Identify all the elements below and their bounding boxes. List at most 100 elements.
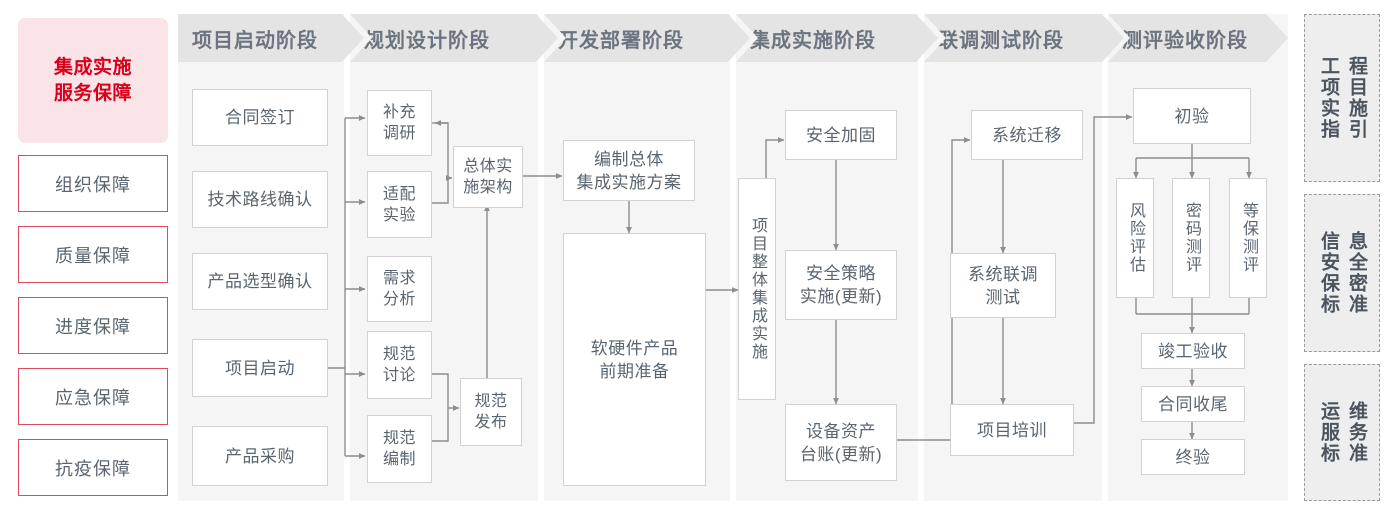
standard-label-col-left: 信安保标	[1318, 231, 1339, 315]
phase-header-start[interactable]: 项目启动阶段	[178, 14, 364, 62]
node-label-line1: 规范	[382, 346, 416, 363]
guarantee-item-label: 组织保障	[55, 174, 131, 195]
node-contract-closeout[interactable]: 合同收尾	[1141, 386, 1245, 422]
guarantee-item-label: 质量保障	[55, 245, 131, 266]
standard-label-col-right: 息全密准	[1346, 231, 1367, 315]
phase-header-accept[interactable]: 测评验收阶段	[1108, 14, 1288, 62]
node-label-line2: 集成实施方案	[576, 172, 682, 192]
guarantee-item-quality[interactable]: 质量保障	[18, 226, 168, 283]
phase-header-start-label: 项目启动阶段	[192, 29, 318, 52]
node-system-joint-debug-test[interactable]: 系统联调 测试	[950, 253, 1056, 318]
node-equipment-asset-ledger[interactable]: 设备资产 台账(更新)	[785, 404, 897, 481]
node-label-line1: 需求	[382, 270, 416, 287]
node-label-line1: 规范	[382, 430, 416, 447]
node-final-acceptance[interactable]: 终验	[1141, 439, 1245, 475]
guarantee-item-label: 进度保障	[55, 316, 131, 337]
guarantee-header: 集成实施 服务保障	[18, 18, 168, 143]
guarantee-item-epidemic[interactable]: 抗疫保障	[18, 439, 168, 496]
phase-header-plan[interactable]: 规划设计阶段	[350, 14, 558, 62]
standard-label-col-left: 工项实指	[1318, 56, 1339, 140]
node-product-procurement[interactable]: 产品采购	[192, 426, 328, 486]
node-security-hardening[interactable]: 安全加固	[785, 110, 897, 160]
node-label-line1: 系统联调	[968, 264, 1038, 284]
node-completion-acceptance[interactable]: 竣工验收	[1141, 333, 1245, 369]
phase-header-dev[interactable]: 开发部署阶段	[544, 14, 750, 62]
node-label: 终验	[1175, 447, 1211, 467]
node-tech-route-confirm[interactable]: 技术路线确认	[192, 171, 328, 228]
node-label: 竣工验收	[1158, 341, 1228, 361]
node-product-selection-confirm[interactable]: 产品选型确认	[192, 253, 328, 310]
phase-header-test[interactable]: 联调测试阶段	[924, 14, 1124, 62]
node-label: 风险评估	[1127, 202, 1144, 274]
node-label: 初验	[1174, 106, 1210, 126]
node-label-line1: 总体实	[463, 158, 513, 175]
guarantee-item-schedule[interactable]: 进度保障	[18, 297, 168, 354]
node-label-line2: 台账(更新)	[799, 444, 883, 464]
standard-label-col-right: 程目施引	[1346, 56, 1367, 140]
node-label-line1: 软硬件产品	[590, 338, 679, 358]
node-draft-overall-integration-plan[interactable]: 编制总体 集成实施方案	[563, 140, 695, 201]
phase-header-dev-label: 开发部署阶段	[558, 29, 684, 52]
guarantee-item-organization[interactable]: 组织保障	[18, 155, 168, 212]
node-project-training[interactable]: 项目培训	[950, 404, 1074, 456]
node-label: 项目培训	[977, 420, 1047, 440]
node-adaptation-experiment[interactable]: 适配 实验	[367, 171, 432, 238]
node-label-line2: 测试	[985, 287, 1021, 307]
node-label-line2: 发布	[474, 414, 508, 431]
node-mlps-evaluation[interactable]: 等保测评	[1229, 178, 1267, 298]
node-cryptography-evaluation[interactable]: 密码测评	[1172, 178, 1210, 298]
node-project-kickoff[interactable]: 项目启动	[192, 339, 328, 397]
node-label: 合同收尾	[1158, 394, 1228, 414]
node-label: 项目启动	[225, 358, 295, 378]
node-risk-assessment[interactable]: 风险评估	[1116, 178, 1154, 298]
node-label-line1: 规范	[474, 393, 508, 410]
node-overall-project-integration[interactable]: 项目整体集成实施	[738, 178, 776, 400]
node-label: 安全加固	[806, 125, 876, 145]
phase-header-accept-label: 测评验收阶段	[1122, 29, 1248, 52]
node-label: 产品采购	[225, 446, 295, 466]
node-label-line1: 编制总体	[594, 149, 664, 169]
node-label-line2: 编制	[382, 451, 416, 468]
standard-engineering-project-guide[interactable]: 工项实指 程目施引	[1304, 14, 1380, 182]
guarantee-item-label: 抗疫保障	[55, 458, 131, 479]
node-label-line1: 安全策略	[805, 264, 876, 283]
node-standard-discussion[interactable]: 规范 讨论	[367, 331, 432, 399]
node-label-line2: 分析	[382, 291, 416, 308]
guarantee-item-label: 应急保障	[55, 387, 131, 408]
node-preliminary-acceptance[interactable]: 初验	[1133, 88, 1251, 144]
node-label-line1: 补充	[382, 104, 416, 121]
node-security-policy-implementation[interactable]: 安全策略 实施(更新)	[785, 250, 897, 320]
guarantee-item-emergency[interactable]: 应急保障	[18, 368, 168, 425]
node-contract-signing[interactable]: 合同签订	[192, 89, 328, 146]
node-overall-implementation-architecture[interactable]: 总体实 施架构	[453, 146, 523, 208]
node-label: 项目整体集成实施	[749, 217, 766, 361]
node-label: 密码测评	[1183, 202, 1200, 274]
node-requirement-analysis[interactable]: 需求 分析	[367, 256, 432, 322]
node-system-migration[interactable]: 系统迁移	[971, 110, 1083, 160]
node-label: 合同签订	[225, 108, 295, 127]
phase-header-integrate-label: 集成实施阶段	[750, 29, 876, 52]
standard-label-col-left: 运服标	[1318, 401, 1339, 464]
phase-header-test-label: 联调测试阶段	[938, 29, 1064, 52]
node-label-line2: 实验	[382, 206, 416, 224]
node-label-line2: 调研	[382, 125, 416, 142]
guarantee-header-line1: 集成实施	[53, 56, 132, 78]
phase-header-plan-label: 规划设计阶段	[364, 29, 490, 52]
node-label: 系统迁移	[992, 125, 1062, 145]
standard-information-security-confidentiality[interactable]: 信安保标 息全密准	[1304, 194, 1380, 352]
node-label-line1: 设备资产	[805, 421, 876, 441]
node-supplementary-research[interactable]: 补充 调研	[367, 90, 432, 156]
standard-label-col-right: 维务准	[1346, 401, 1367, 464]
node-label: 等保测评	[1240, 202, 1257, 274]
node-hardware-software-preparation[interactable]: 软硬件产品 前期准备	[563, 233, 706, 486]
node-label-line2: 施架构	[463, 179, 513, 196]
node-standard-release[interactable]: 规范 发布	[460, 378, 522, 446]
node-label-line2: 实施(更新)	[799, 287, 883, 306]
node-label: 产品选型确认	[207, 272, 313, 291]
node-label-line2: 讨论	[382, 367, 416, 384]
standard-operations-service[interactable]: 运服标 维务准	[1304, 364, 1380, 501]
phase-header-integrate[interactable]: 集成实施阶段	[736, 14, 938, 62]
guarantee-header-line2: 服务保障	[53, 82, 132, 104]
node-standard-drafting[interactable]: 规范 编制	[367, 415, 432, 483]
